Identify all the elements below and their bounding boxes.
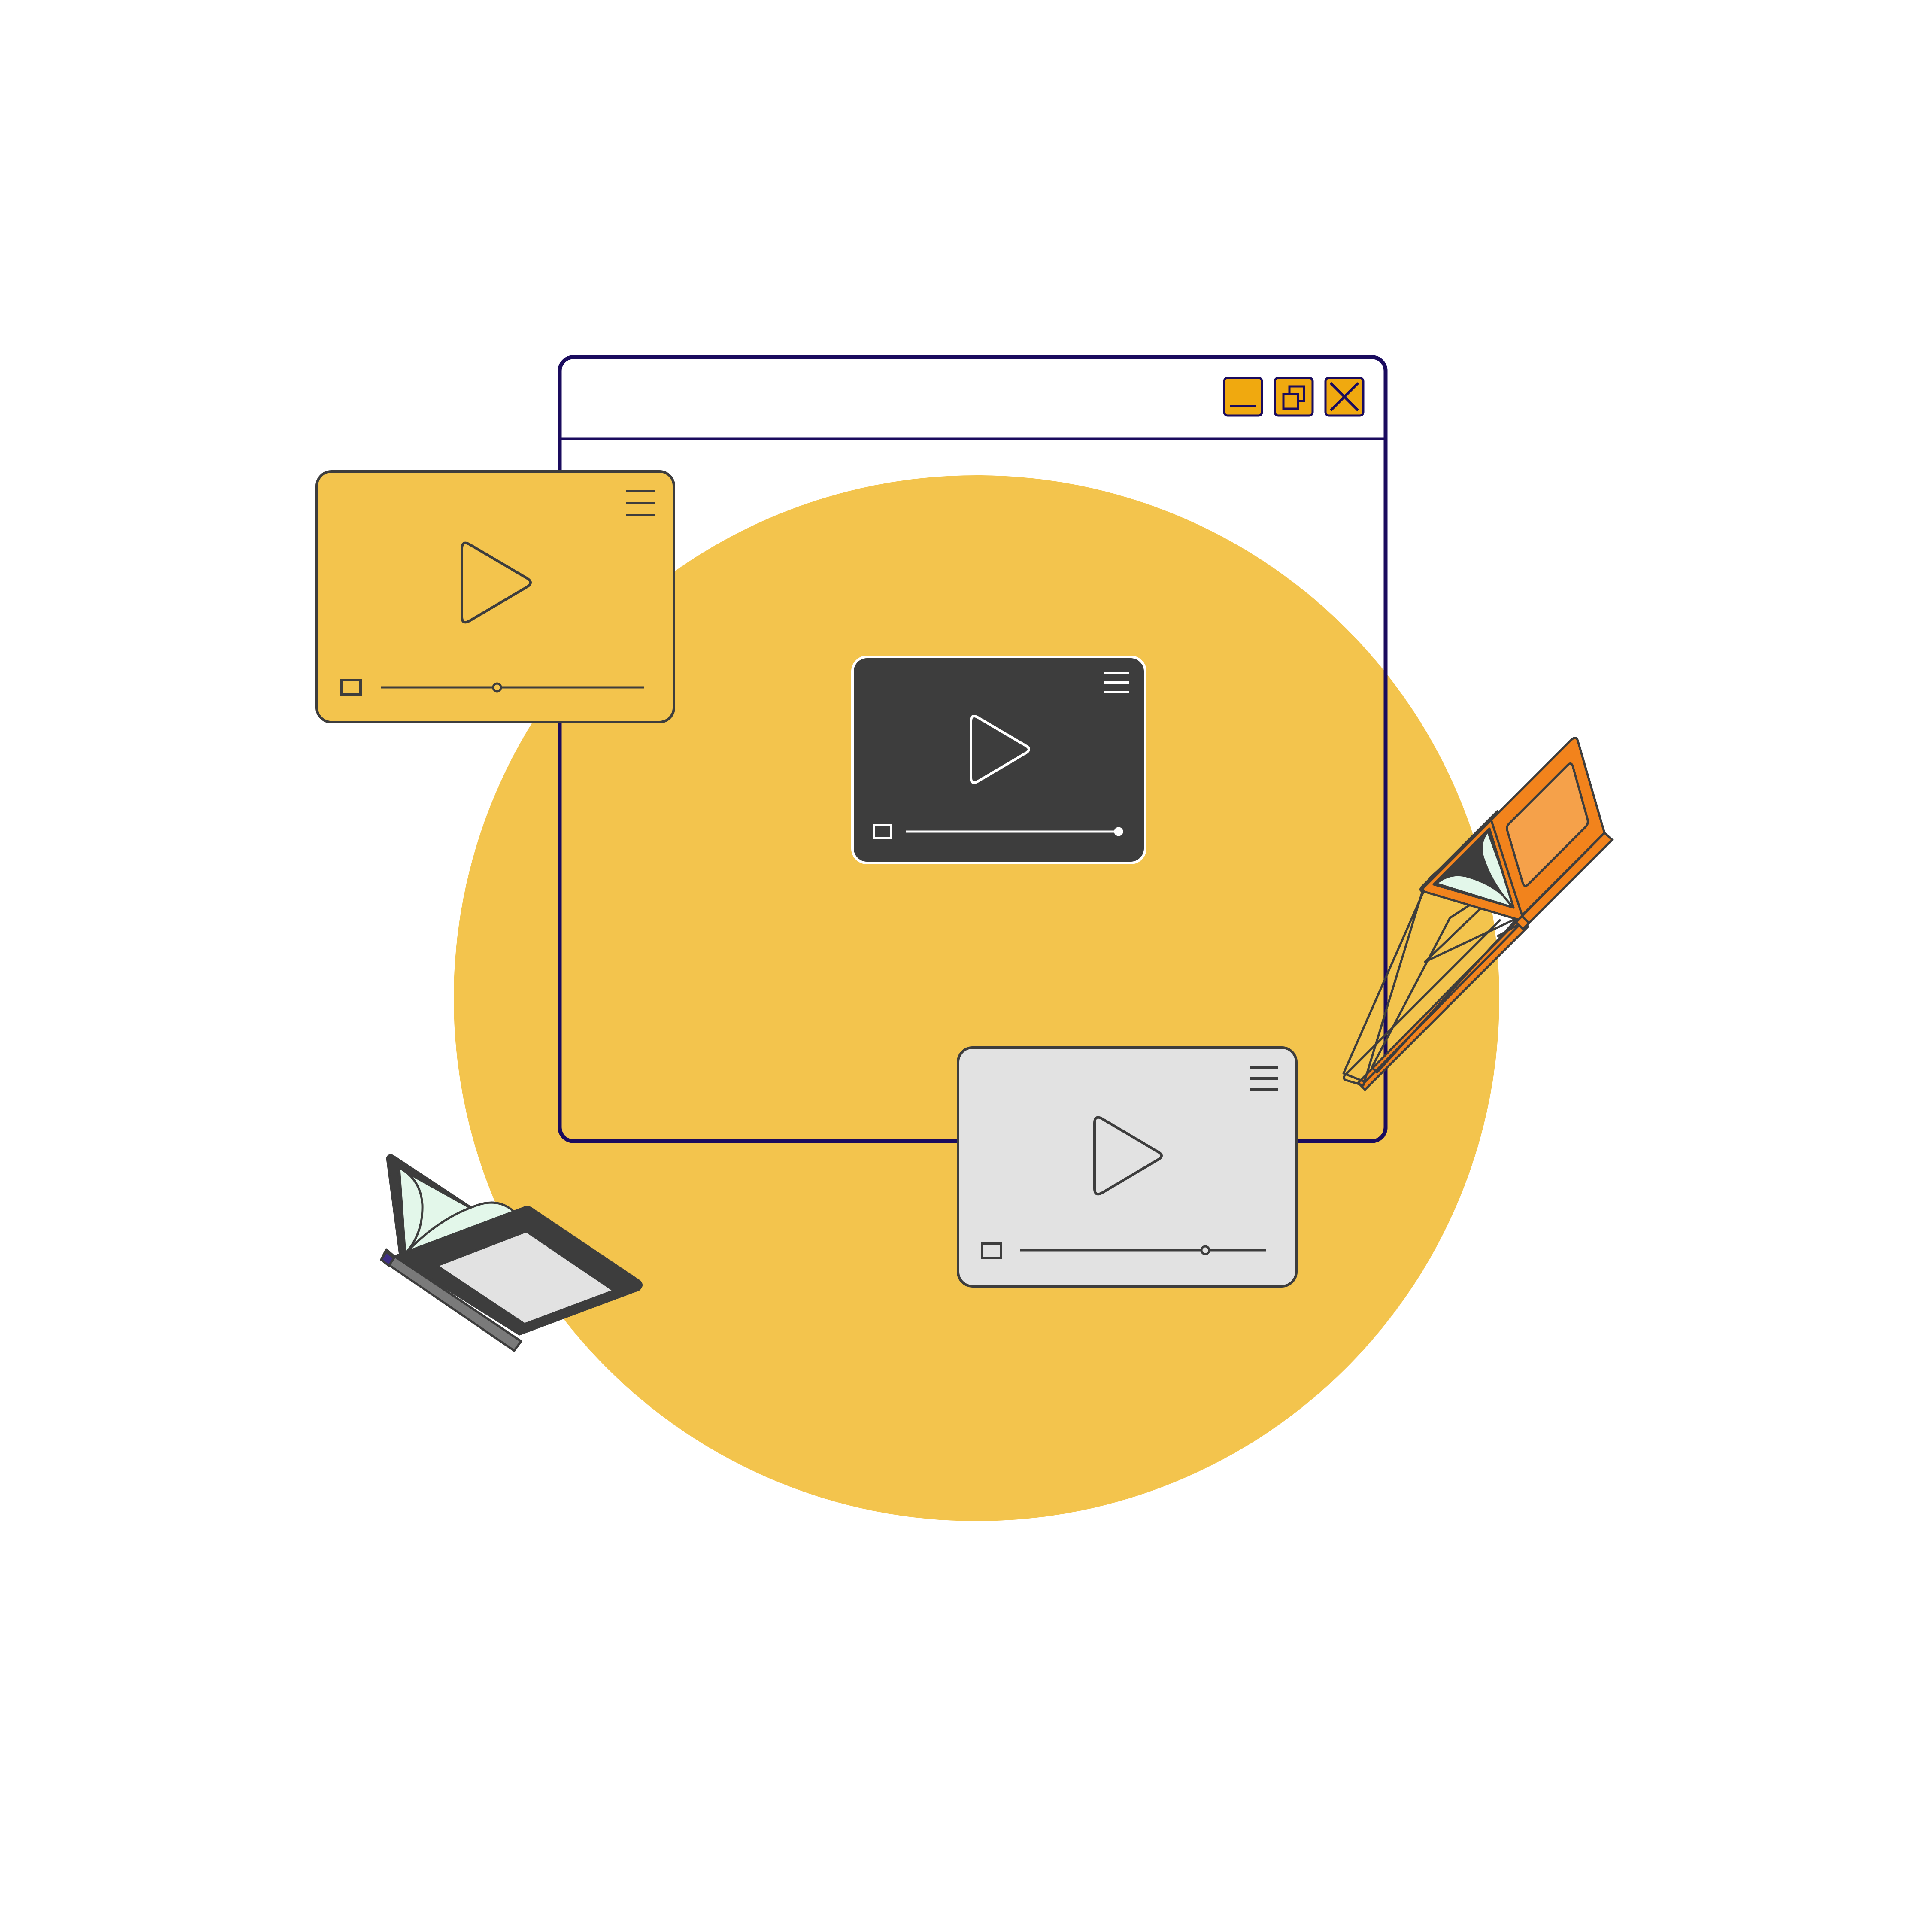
video-player-light[interactable] <box>957 1046 1298 1288</box>
progress-knob[interactable] <box>1114 827 1123 836</box>
screen-icon[interactable] <box>981 1242 1002 1259</box>
video-player-dark[interactable] <box>851 656 1146 864</box>
minimize-button[interactable] <box>1223 377 1263 417</box>
menu-icon[interactable] <box>1250 1066 1278 1091</box>
progress-knob[interactable] <box>1200 1245 1210 1255</box>
menu-icon[interactable] <box>1104 672 1129 693</box>
gray-book <box>380 1154 643 1352</box>
play-icon[interactable] <box>1093 1116 1163 1196</box>
title-bar <box>561 359 1384 438</box>
play-icon[interactable] <box>970 715 1030 784</box>
open-book-icon <box>380 1154 643 1352</box>
book-right-page <box>1506 762 1589 887</box>
restore-button[interactable] <box>1274 377 1314 417</box>
menu-icon[interactable] <box>626 490 655 516</box>
video-player-yellow[interactable] <box>315 470 675 723</box>
screen-icon[interactable] <box>340 679 362 696</box>
orange-book <box>1342 737 1614 1091</box>
book-front-page <box>436 1230 615 1325</box>
close-button[interactable] <box>1324 377 1365 417</box>
book-leaf <box>398 1166 424 1255</box>
close-icon <box>1329 382 1359 412</box>
app-window <box>558 355 1388 1143</box>
book-leaf-2 <box>1480 830 1515 909</box>
restore-icon <box>1282 385 1305 410</box>
play-icon[interactable] <box>461 541 532 624</box>
progress-knob[interactable] <box>492 682 502 693</box>
screen-icon[interactable] <box>873 824 892 839</box>
